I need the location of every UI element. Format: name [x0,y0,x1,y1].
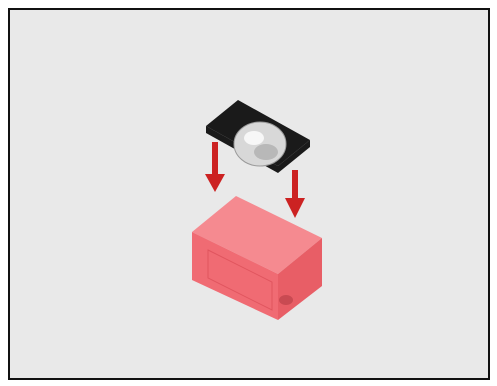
lens-bracket [206,100,310,173]
foam-block [192,196,322,320]
arrow-left [205,142,225,192]
arrow-left-head [205,174,225,192]
lens-inner [254,144,278,160]
illustration-frame [8,8,490,380]
bracket-plate-edge [278,140,310,173]
arrow-right [285,170,305,218]
arrow-right-shaft [292,170,298,200]
arrow-left-shaft [212,142,218,176]
assembly-illustration [10,10,488,378]
background [10,10,488,378]
arrow-right-head [285,198,305,218]
foam-block-hole-right [279,295,293,305]
foam-block-top [192,196,322,274]
lens-highlight [244,131,264,145]
foam-block-recess [207,249,273,311]
lens-dome [233,121,287,167]
